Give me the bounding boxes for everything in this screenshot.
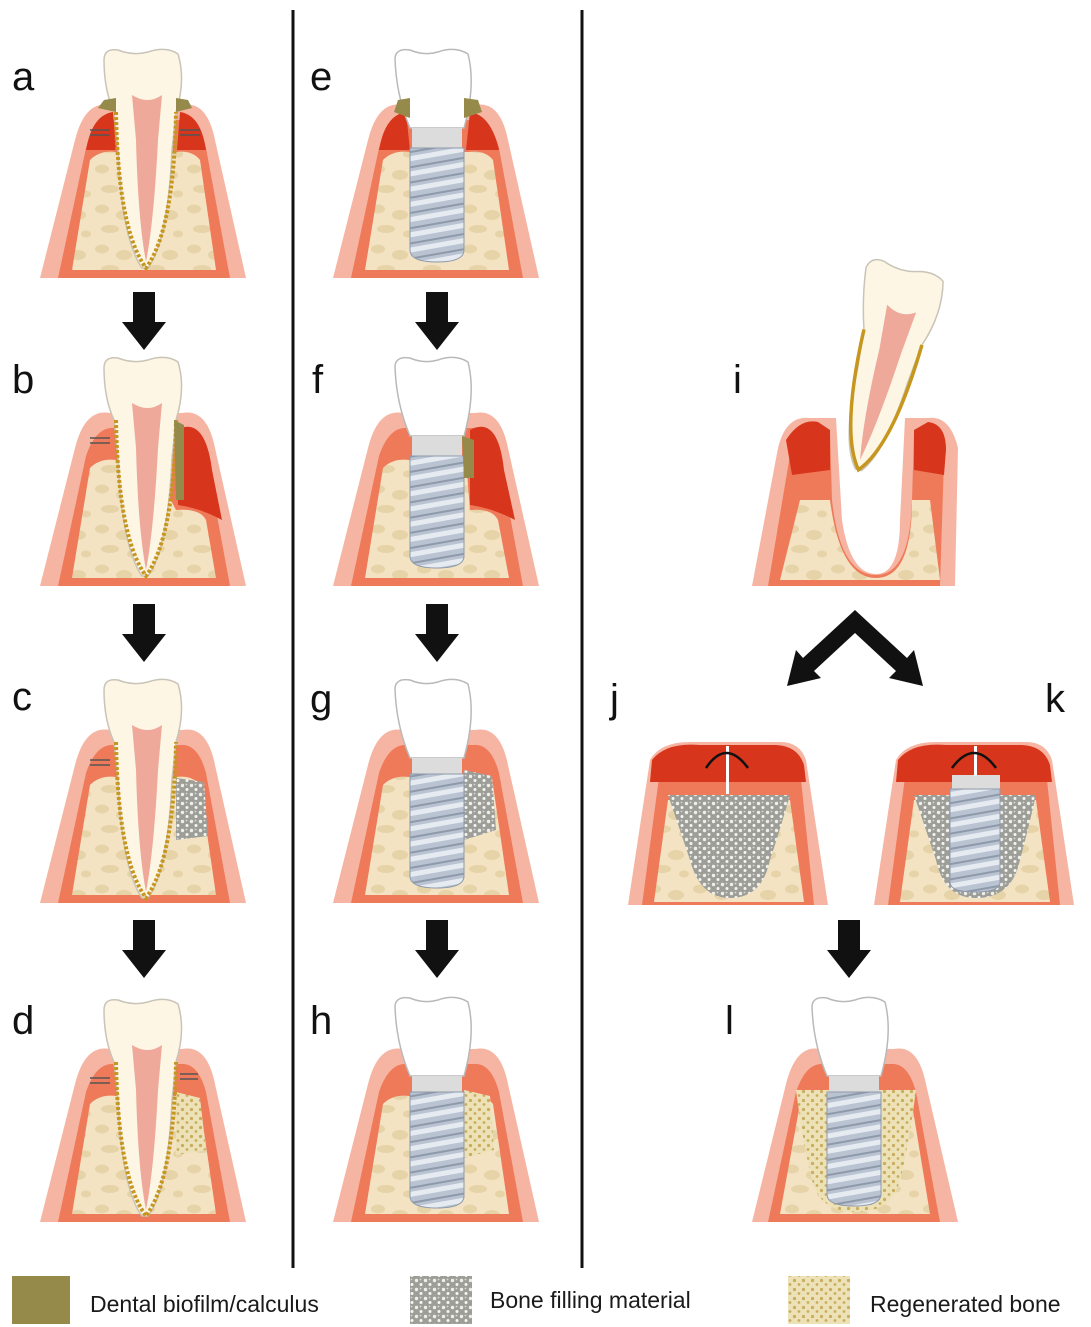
arrow-f-to-g [415,604,459,662]
panel-h-implant-regenerated [333,997,539,1222]
arrow-b-to-c [122,604,166,662]
arrow-i-branch [787,610,923,686]
legend-label-biofilm: Dental biofilm/calculus [90,1291,319,1317]
legend-swatch-filler [410,1276,472,1324]
legend-swatch-biofilm [12,1276,70,1324]
panel-label-l: l [725,999,734,1043]
legend-label-filler: Bone filling material [490,1287,691,1313]
panel-label-c: c [12,675,32,719]
panel-i-tooth-extraction [752,257,958,586]
panel-f-implant-bone-defect [333,357,539,586]
panel-c-filled-defect-tooth [40,679,246,903]
arrow-e-to-f [415,292,459,350]
arrow-jk-to-l [827,920,871,978]
panel-g-implant-filled-defect [333,679,539,903]
panel-label-a: a [12,55,35,99]
panel-label-i: i [733,358,742,402]
arrow-a-to-b [122,292,166,350]
panel-a-periodontitis-tooth [40,49,246,278]
panel-label-b: b [12,358,34,402]
panel-label-f: f [312,358,324,402]
legend-label-regen: Regenerated bone [870,1291,1061,1317]
panel-j-socket-grafted [628,742,828,905]
panel-label-e: e [310,55,332,99]
arrow-g-to-h [415,920,459,978]
panel-b-bone-defect-tooth [40,357,246,586]
panel-label-h: h [310,999,332,1043]
legend-swatch-regen [788,1276,850,1324]
panel-l-implant-regenerated [752,997,958,1222]
panel-d-regenerated-tooth [40,999,246,1222]
panel-label-d: d [12,999,34,1043]
panel-label-k: k [1045,677,1066,721]
legend: Dental biofilm/calculus Bone filling mat… [12,1276,1061,1324]
panel-label-g: g [310,677,332,721]
panel-k-implant-grafted [874,742,1074,905]
panel-e-peri-implantitis [333,49,539,278]
arrow-c-to-d [122,920,166,978]
panel-label-j: j [609,677,619,721]
